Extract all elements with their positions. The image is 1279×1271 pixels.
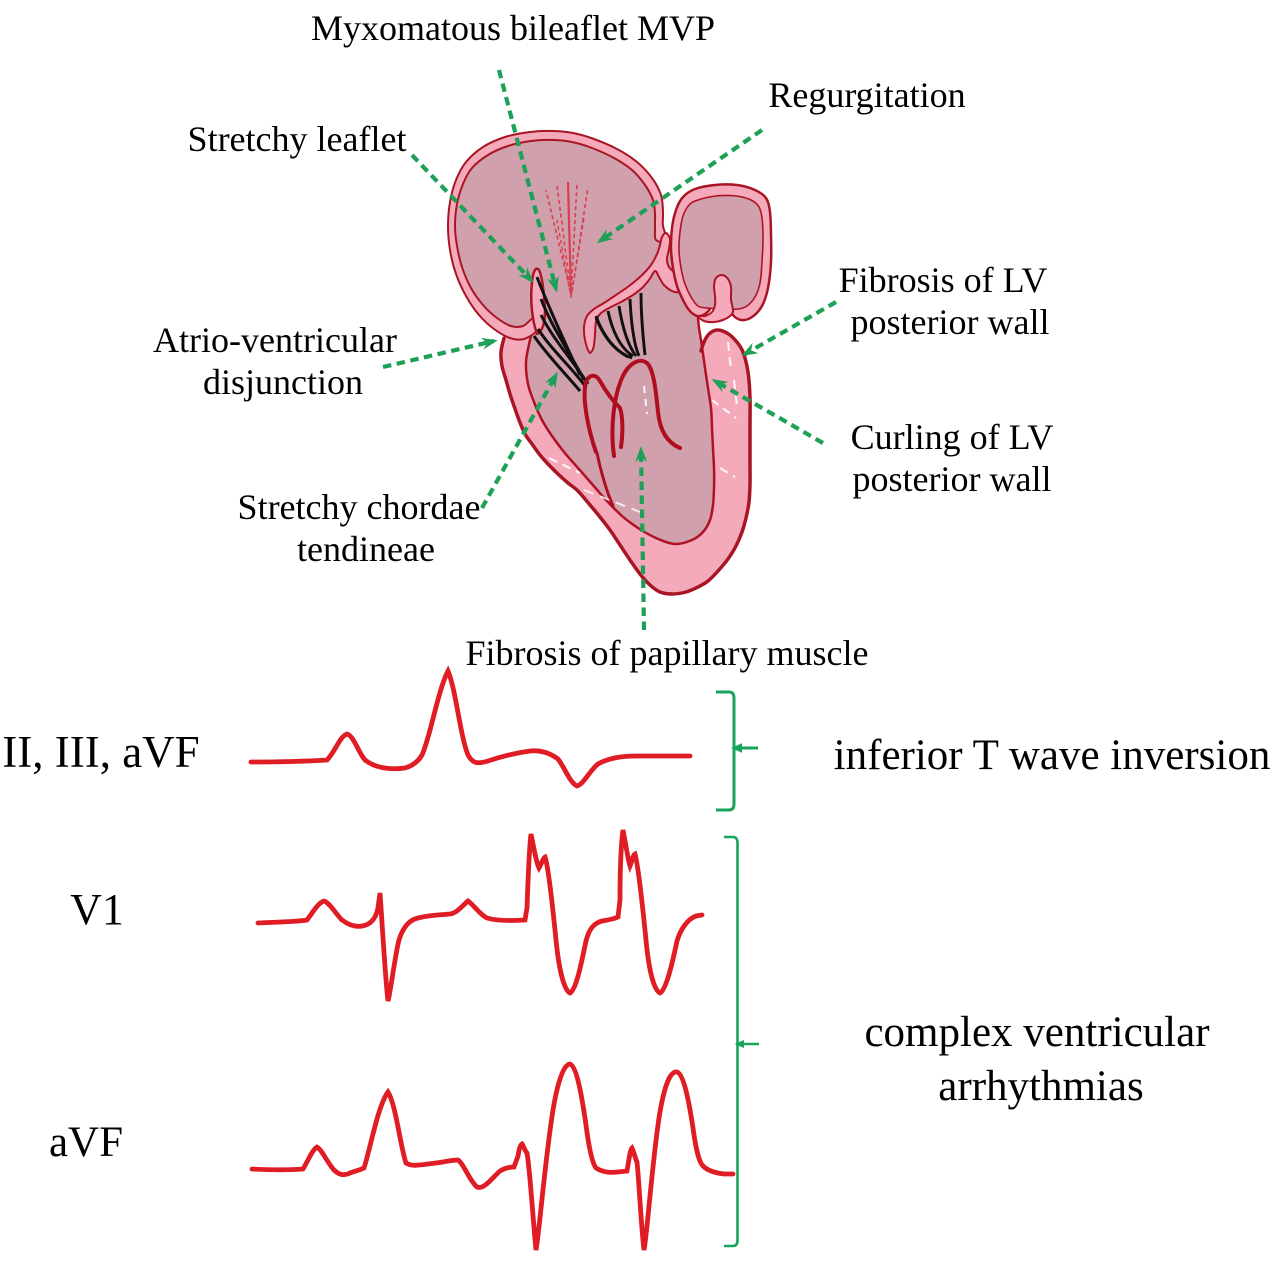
svg-text:Stretchy chordae: Stretchy chordae: [238, 487, 481, 527]
svg-text:aVF: aVF: [49, 1119, 123, 1166]
svg-text:Fibrosis of papillary muscle: Fibrosis of papillary muscle: [466, 633, 869, 673]
svg-text:disjunction: disjunction: [203, 362, 363, 402]
svg-text:Regurgitation: Regurgitation: [768, 75, 965, 115]
svg-text:Curling of LV: Curling of LV: [851, 417, 1054, 457]
svg-text:inferior T wave inversion: inferior T wave inversion: [834, 732, 1271, 779]
svg-text:Atrio-ventricular: Atrio-ventricular: [153, 320, 397, 360]
svg-text:arrhythmias: arrhythmias: [938, 1063, 1143, 1110]
svg-text:tendineae: tendineae: [297, 529, 435, 569]
svg-text:complex ventricular: complex ventricular: [864, 1009, 1209, 1056]
svg-text:V1: V1: [70, 885, 124, 934]
svg-text:Stretchy leaflet: Stretchy leaflet: [188, 119, 407, 159]
svg-text:posterior wall: posterior wall: [853, 459, 1052, 499]
svg-text:Fibrosis of LV: Fibrosis of LV: [839, 260, 1048, 300]
svg-text:Myxomatous bileaflet MVP: Myxomatous bileaflet MVP: [311, 8, 715, 48]
svg-text:II, III, aVF: II, III, aVF: [2, 727, 199, 777]
svg-text:posterior wall: posterior wall: [851, 302, 1050, 342]
